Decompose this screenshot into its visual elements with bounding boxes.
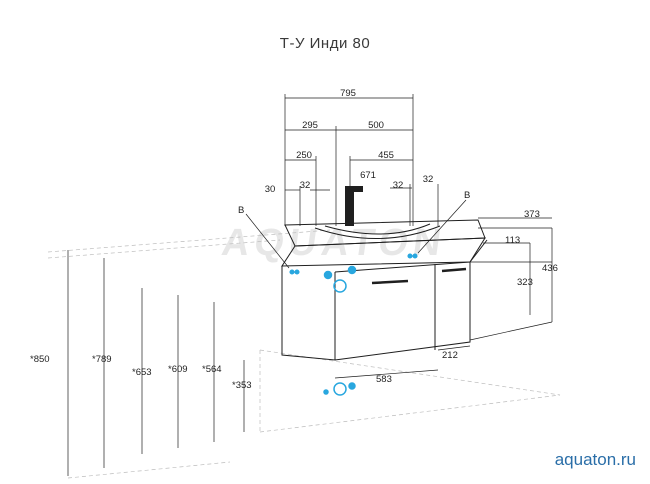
dim-353: *353 xyxy=(232,380,252,391)
dim-789: *789 xyxy=(92,354,112,365)
dim-583: 583 xyxy=(376,374,392,385)
dim-113: 113 xyxy=(505,235,520,246)
mounting-points xyxy=(289,253,418,396)
dim-32-right-b: 32 xyxy=(423,174,434,185)
dim-609: *609 xyxy=(168,364,188,375)
label-leaders xyxy=(245,199,467,269)
floor-guides xyxy=(47,229,561,479)
website-link[interactable]: aquaton.ru xyxy=(554,450,636,469)
faucet xyxy=(345,186,363,226)
label-b-right: B xyxy=(464,190,470,201)
dim-455: 455 xyxy=(378,150,394,161)
cabinet-body xyxy=(281,219,488,361)
dim-564: *564 xyxy=(202,364,222,375)
dim-32-left: 32 xyxy=(300,180,311,191)
dim-436: 436 xyxy=(542,263,558,274)
dim-32-right-a: 32 xyxy=(393,180,404,191)
dim-653: *653 xyxy=(132,367,152,378)
dimension-labels: 795 295 500 250 455 30 32 671 32 32 373 … xyxy=(30,88,558,391)
dim-250: 250 xyxy=(296,150,312,161)
dim-850: *850 xyxy=(30,354,50,365)
dim-671: 671 xyxy=(360,170,376,181)
product-title: Т-У Инди 80 xyxy=(279,35,371,52)
dim-323: 323 xyxy=(517,277,533,288)
dim-295: 295 xyxy=(302,120,318,131)
dimension-lines xyxy=(67,94,553,476)
label-b-left: B xyxy=(238,205,244,216)
dim-500: 500 xyxy=(368,120,384,131)
dim-30: 30 xyxy=(265,184,276,195)
dim-373: 373 xyxy=(524,209,540,220)
dim-212: 212 xyxy=(442,350,458,361)
dim-795: 795 xyxy=(340,88,356,99)
